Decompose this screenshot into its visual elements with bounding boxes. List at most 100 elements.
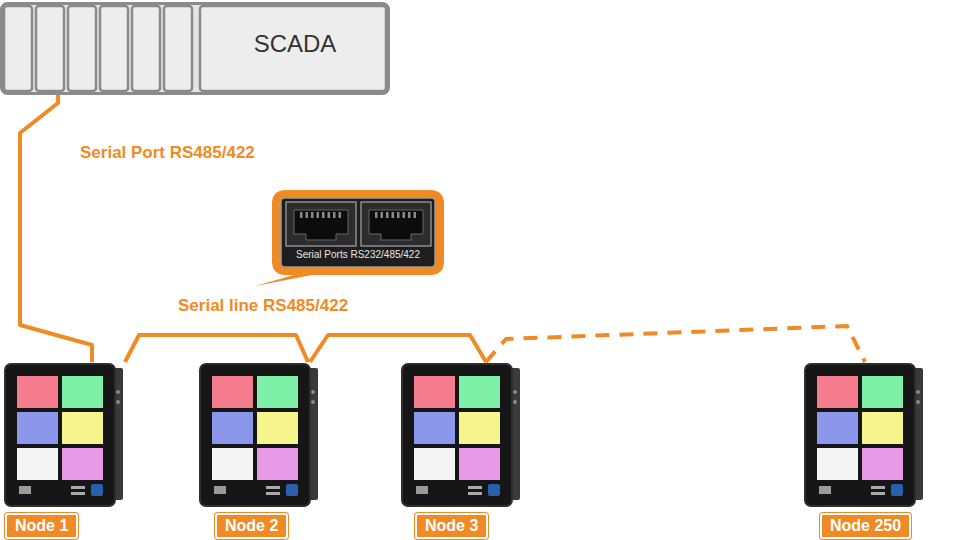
rj45-pin — [322, 212, 325, 218]
node-label-box: Node 1 — [5, 513, 78, 539]
device-indicator — [71, 492, 85, 495]
alarm-tile — [817, 412, 858, 444]
device-screw — [311, 390, 315, 394]
alarm-tile — [17, 412, 58, 444]
scada-title: SCADA — [206, 30, 384, 58]
rack-slot — [164, 6, 192, 91]
device-indicator — [266, 486, 280, 489]
alarm-tile — [862, 412, 903, 444]
port-panel — [281, 198, 435, 267]
alarm-tile — [62, 448, 103, 480]
device-indicator — [71, 486, 85, 489]
serial-line — [310, 335, 486, 362]
rj45-pin — [375, 212, 378, 218]
node-label-box: Node 2 — [215, 513, 288, 539]
callout-shape — [255, 190, 444, 286]
rack-slot — [4, 6, 32, 91]
device-indicator — [266, 492, 280, 495]
rack-slot — [68, 6, 96, 91]
rack-slot — [100, 6, 128, 91]
device-button — [286, 484, 298, 496]
rj45-pin — [333, 212, 336, 218]
alarm-tile — [459, 412, 500, 444]
rj45-pin — [386, 212, 389, 218]
alarm-tile — [414, 448, 455, 480]
device-screw — [116, 390, 120, 394]
port-caption: Serial Ports RS232/485/422 — [281, 249, 435, 260]
alarm-tile — [257, 376, 298, 408]
alarm-tile — [212, 376, 253, 408]
panel-device — [805, 362, 927, 512]
alarm-tile — [62, 412, 103, 444]
device-front — [200, 364, 310, 506]
alarm-tile — [257, 412, 298, 444]
alarm-tile — [817, 376, 858, 408]
device-front — [5, 364, 115, 506]
device-screw — [116, 400, 120, 404]
device-indicator — [468, 492, 482, 495]
rj45-pin — [311, 212, 314, 218]
device-screw — [916, 390, 920, 394]
node-device: Node 3 — [402, 362, 527, 540]
rj45-pin — [300, 212, 303, 218]
panel-device — [402, 362, 524, 512]
rack-slot — [36, 6, 64, 91]
alarm-tile — [862, 376, 903, 408]
device-front — [402, 364, 512, 506]
rack-frame — [2, 4, 389, 94]
node-label-box: Node 250 — [820, 513, 911, 539]
callout-text-box: Serial Ports RS232/485/422 — [281, 249, 435, 260]
rack-slot — [132, 6, 160, 91]
device-screw — [311, 400, 315, 404]
device-screw — [513, 390, 517, 394]
rack-main-module — [200, 6, 386, 91]
device-indicator — [871, 486, 885, 489]
node-label: Node 3 — [415, 513, 488, 539]
rj45-pin — [339, 212, 342, 218]
serial-line — [20, 95, 92, 362]
rj45-pin — [317, 212, 320, 218]
device-front — [805, 364, 915, 506]
device-indicator — [871, 492, 885, 495]
rj45-pin — [306, 212, 309, 218]
callout-bubble — [272, 190, 444, 275]
alarm-tile — [17, 376, 58, 408]
alarm-tile — [212, 412, 253, 444]
device-button — [891, 484, 903, 496]
rj45-pin — [397, 212, 400, 218]
alarm-tile — [414, 412, 455, 444]
alarm-tile — [817, 448, 858, 480]
scada-rack: SCADA — [0, 2, 390, 95]
device-logo — [19, 486, 31, 494]
rj45-pin — [403, 212, 406, 218]
device-screw — [916, 400, 920, 404]
node-device: Node 1 — [5, 362, 130, 540]
alarm-tile — [62, 376, 103, 408]
rj45-port — [361, 202, 431, 246]
node-label: Node 1 — [5, 513, 78, 539]
scada-text-box: SCADA — [206, 30, 384, 58]
rj45-opening — [369, 210, 423, 240]
panel-device — [200, 362, 322, 512]
alarm-tile — [414, 376, 455, 408]
device-button — [91, 484, 103, 496]
device-indicator — [468, 486, 482, 489]
rj45-pin — [408, 212, 411, 218]
node-device: Node 2 — [200, 362, 325, 540]
device-logo — [214, 486, 226, 494]
alarm-tile — [257, 448, 298, 480]
device-logo — [416, 486, 428, 494]
alarm-tile — [212, 448, 253, 480]
node-label-box: Node 3 — [415, 513, 488, 539]
rj45-pin — [328, 212, 331, 218]
rj45-pin — [392, 212, 395, 218]
serial-port-callout: Serial Ports RS232/485/422 — [272, 190, 444, 275]
serial-line — [125, 335, 308, 362]
device-button — [488, 484, 500, 496]
node-label: Node 250 — [820, 513, 911, 539]
alarm-tile — [862, 448, 903, 480]
alarm-tile — [17, 448, 58, 480]
node-label: Node 2 — [215, 513, 288, 539]
alarm-tile — [459, 376, 500, 408]
